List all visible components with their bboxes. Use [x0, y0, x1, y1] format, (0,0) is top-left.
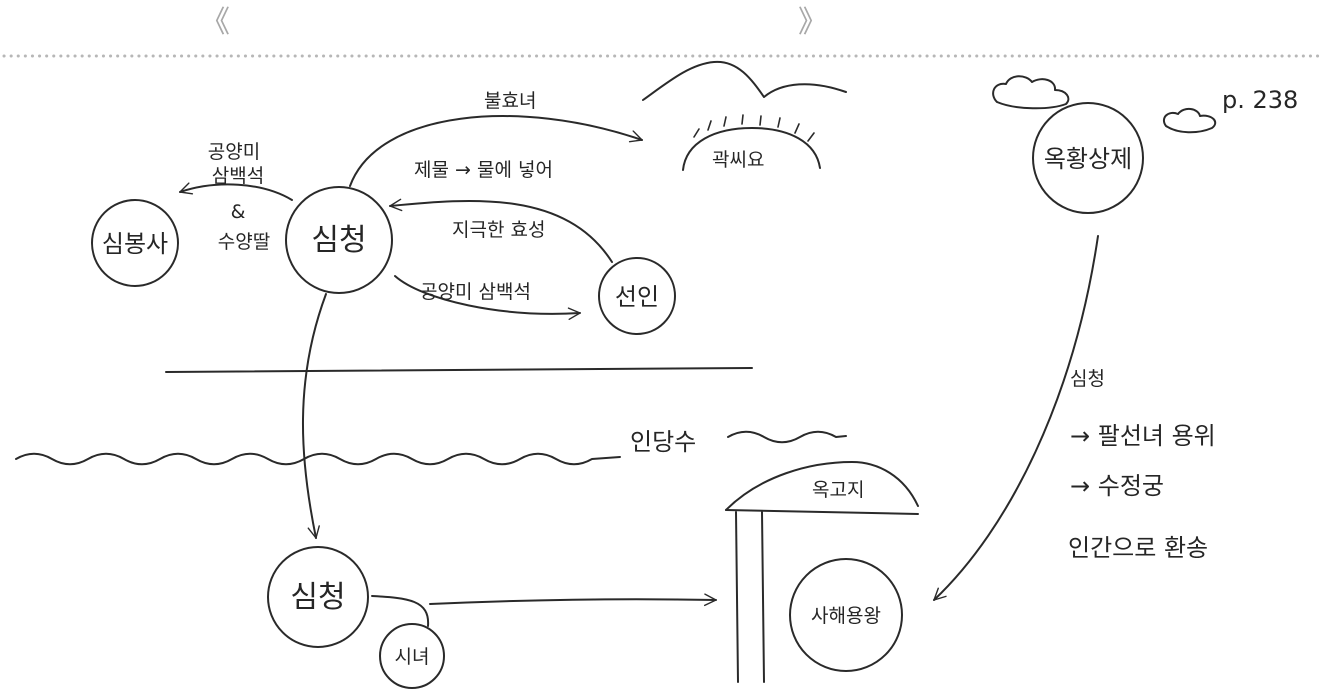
grave-mound	[682, 127, 821, 171]
sea-waves-left	[15, 452, 621, 466]
label-indangsu: 인당수	[630, 428, 696, 456]
label-and: &	[231, 201, 246, 223]
label-shimcheong-top: 심청	[311, 223, 366, 258]
grave-grass	[693, 114, 815, 142]
pavilion-roof	[725, 461, 919, 511]
label-offering-1: 공양미	[208, 141, 260, 163]
grave-label: 곽씨요	[712, 149, 764, 171]
label-adopted-daughter: 수양딸	[218, 231, 270, 253]
node-sinyeo	[379, 623, 445, 689]
node-okhwang	[1032, 102, 1144, 214]
label-offering-2: 삼백석	[212, 165, 264, 187]
label-rice-offer: 공양미 삼백석	[420, 281, 531, 303]
arrow-okhwang-to-sahae	[933, 235, 1099, 601]
arrow-shimcheong-to-seonin	[394, 275, 581, 321]
sea-waves-right	[727, 430, 847, 444]
arrow-down-to-sea	[302, 293, 327, 539]
right-bracket: 》	[798, 5, 828, 40]
label-shimbongsa: 심봉사	[102, 230, 168, 258]
arrow-to-sahae	[371, 596, 716, 627]
pavilion-pillar-right	[761, 511, 765, 683]
node-shimcheong-top	[285, 186, 393, 294]
left-bracket: 《	[200, 5, 230, 40]
pavilion-label: 옥고지	[812, 479, 864, 501]
mountain-outline	[642, 60, 847, 101]
label-sacrifice: 제물 → 물에 넣어	[414, 159, 553, 181]
arrow-seonin-to-shimcheong	[389, 198, 613, 263]
label-sinyeo: 시녀	[395, 646, 430, 668]
arrow-shimcheong-to-shimbongsa	[179, 182, 293, 201]
node-shimbongsa	[91, 199, 179, 287]
label-filial-nature: 지극한 효성	[452, 219, 545, 241]
label-sahae: 사해용왕	[811, 605, 881, 627]
note-title: 심청	[1070, 368, 1105, 390]
page-reference: p. 238	[1222, 86, 1298, 114]
note-line-3: 인간으로 환송	[1068, 534, 1208, 562]
horizon-line	[165, 367, 753, 373]
label-shimcheong-bottom: 심청	[290, 580, 345, 615]
label-seonin: 선인	[615, 283, 659, 311]
label-bulhyonyeo: 불효녀	[484, 90, 536, 112]
cloud-right	[1162, 108, 1217, 134]
arrow-shimcheong-to-grave	[349, 115, 643, 187]
label-okhwang: 옥황상제	[1044, 145, 1132, 173]
pavilion-eave	[725, 509, 919, 515]
note-line-2: → 수정궁	[1070, 472, 1164, 500]
node-shimcheong-bottom	[267, 546, 369, 648]
node-seonin	[598, 257, 676, 335]
node-sahae	[789, 558, 903, 672]
cloud-left	[992, 75, 1070, 110]
pavilion-pillar-left	[735, 511, 739, 683]
note-line-1: → 팔선녀 용위	[1070, 422, 1216, 450]
